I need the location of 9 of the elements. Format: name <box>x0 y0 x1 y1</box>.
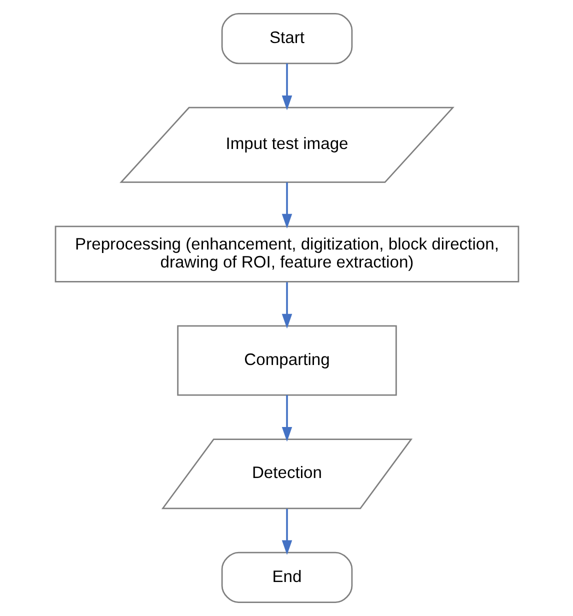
node-box: Preprocessing (enhancement, digitization, block direction, drawing of ROI, feature extraction) <box>54 226 519 282</box>
arrow <box>281 182 292 229</box>
arrow <box>281 282 292 329</box>
node-box: Comparting <box>176 325 396 396</box>
arrow <box>281 395 292 442</box>
node-box: Start <box>220 12 352 64</box>
arrow <box>281 63 292 110</box>
arrow <box>281 508 292 555</box>
node-box: End <box>220 552 352 604</box>
